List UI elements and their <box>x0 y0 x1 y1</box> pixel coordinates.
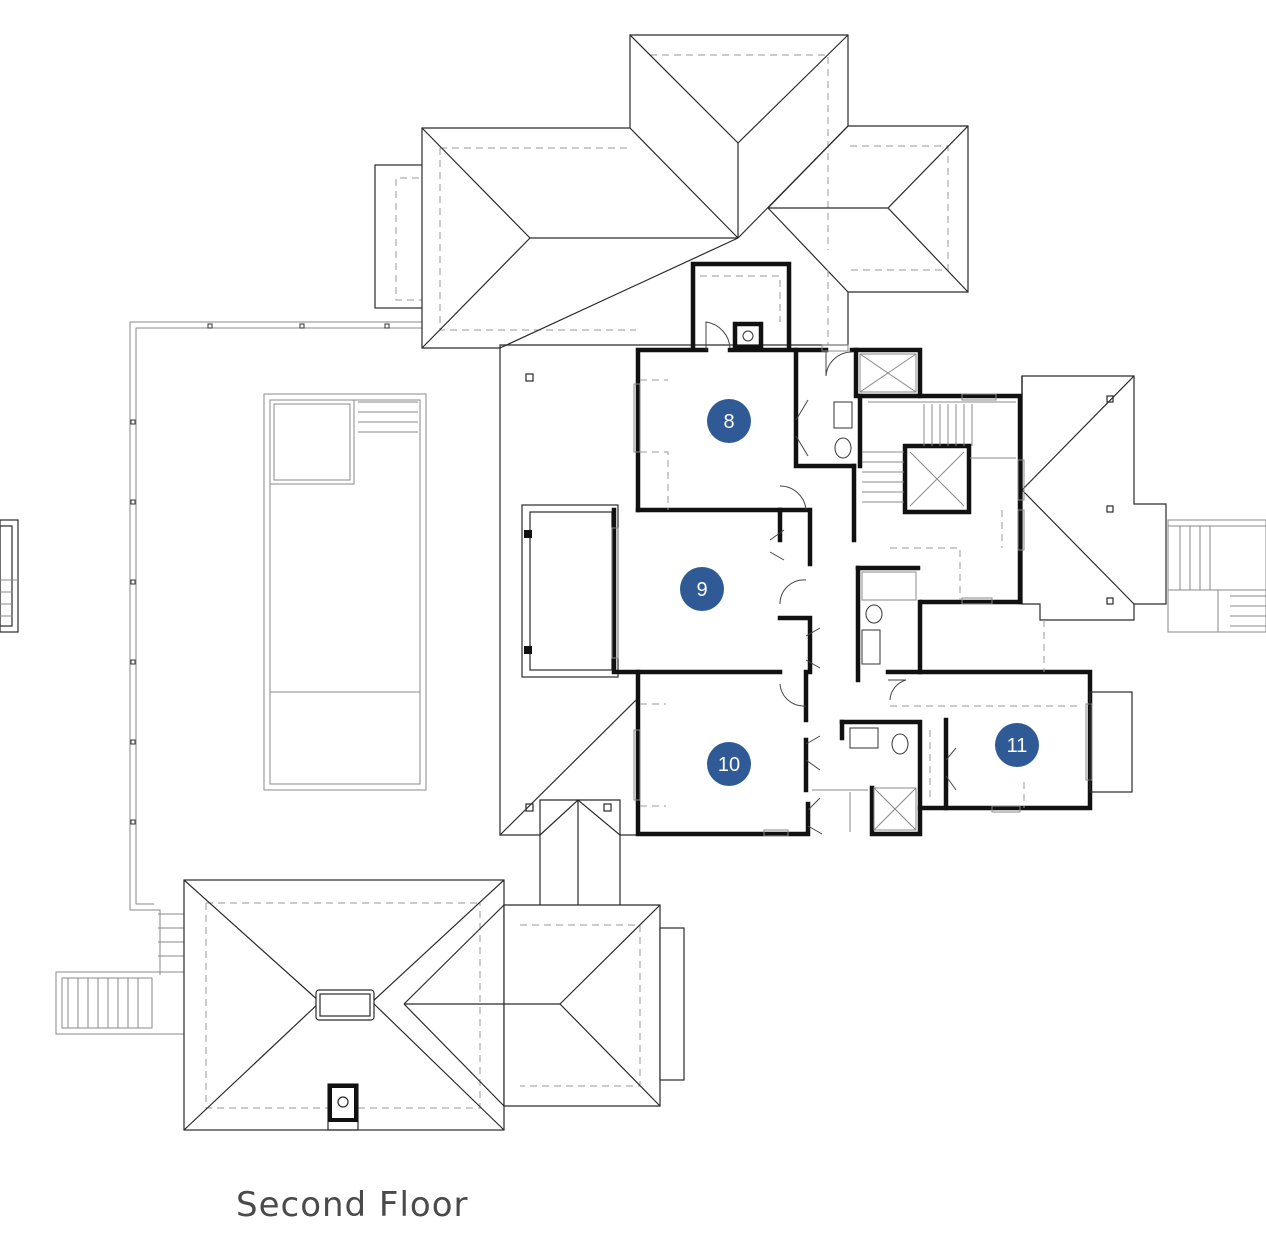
bottom-left-stair <box>55 913 187 1035</box>
right-stair <box>1167 519 1266 633</box>
room-label-9: 9 <box>696 579 707 601</box>
terrace-deck <box>129 321 500 975</box>
room-badge-10: 10 <box>707 742 751 786</box>
top-roofs <box>374 34 969 349</box>
pool <box>263 393 427 791</box>
lower-roof <box>499 329 640 836</box>
walls <box>611 261 1093 837</box>
porch <box>521 504 619 678</box>
room-badge-8: 8 <box>707 399 751 443</box>
room-label-8: 8 <box>723 411 734 433</box>
bottom-roofs <box>183 799 685 1131</box>
right-roof <box>1021 375 1167 621</box>
floor-caption: Second Floor <box>236 1185 469 1225</box>
room-badge-11: 11 <box>995 723 1039 767</box>
interior-details <box>611 321 1133 837</box>
room-badge-9: 9 <box>680 567 724 611</box>
room-label-10: 10 <box>718 754 740 776</box>
room-label-11: 11 <box>1007 735 1028 757</box>
left-stair <box>0 519 19 633</box>
